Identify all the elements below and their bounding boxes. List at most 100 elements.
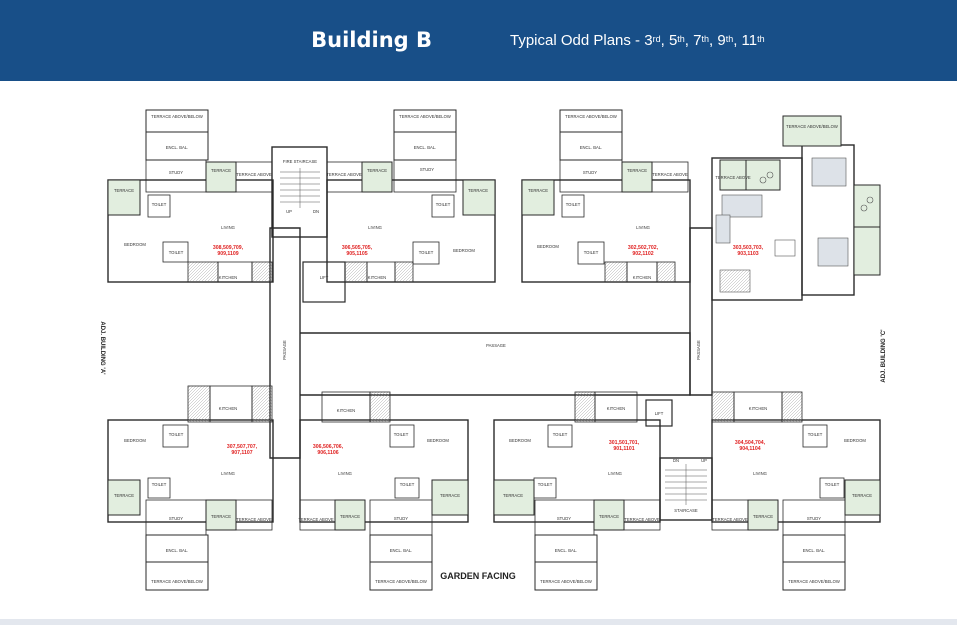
svg-text:TERRACE ABOVE/BELOW: TERRACE ABOVE/BELOW <box>565 114 617 119</box>
flat-bottom-center: TERRACE ABOVE/BELOW ENCL. BAL. STUDY TER… <box>298 391 469 591</box>
flat-bottom-right-b: TERRACE ABOVE/BELOW ENCL. BAL. STUDY TER… <box>711 391 881 591</box>
svg-text:TERRACE ABOVE: TERRACE ABOVE <box>712 517 748 522</box>
floor-3: 3rd, <box>644 32 669 49</box>
svg-text:TOILET: TOILET <box>152 202 167 207</box>
stair-treads <box>280 168 707 505</box>
svg-text:STUDY: STUDY <box>557 516 571 521</box>
svg-text:TERRACE ABOVE/BELOW: TERRACE ABOVE/BELOW <box>375 579 427 584</box>
floor-9: 9th, <box>717 32 742 49</box>
svg-text:LIVING: LIVING <box>636 225 650 230</box>
svg-text:KITCHEN: KITCHEN <box>607 406 625 411</box>
svg-text:BEDROOM: BEDROOM <box>509 438 531 443</box>
svg-text:TERRACE ABOVE: TERRACE ABOVE <box>236 172 272 177</box>
floor-11: 11th <box>741 32 765 49</box>
floor-7: 7th, <box>693 32 718 49</box>
svg-text:TERRACE: TERRACE <box>114 493 134 498</box>
svg-text:BEDROOM: BEDROOM <box>844 438 866 443</box>
svg-text:KITCHEN: KITCHEN <box>633 275 651 280</box>
floor-plan: FIRE STAIRCASE UP DN LIFT LIFT PASSAGE P… <box>99 109 887 591</box>
svg-text:TERRACE ABOVE/BELOW: TERRACE ABOVE/BELOW <box>788 579 840 584</box>
svg-text:ENCL. BAL.: ENCL. BAL. <box>166 548 189 553</box>
flat-number-301: 301,501,701,901,1101 <box>609 440 640 452</box>
dn-label-top: DN <box>313 209 319 214</box>
svg-text:TERRACE ABOVE/BELOW: TERRACE ABOVE/BELOW <box>540 579 592 584</box>
svg-text:TERRACE: TERRACE <box>468 188 488 193</box>
svg-text:ENCL. BAL.: ENCL. BAL. <box>390 548 413 553</box>
svg-text:TERRACE: TERRACE <box>211 514 231 519</box>
svg-text:STUDY: STUDY <box>807 516 821 521</box>
svg-text:STUDY: STUDY <box>420 167 434 172</box>
fire-staircase-label: FIRE STAIRCASE <box>283 159 317 164</box>
svg-text:TOILET: TOILET <box>436 202 451 207</box>
flat-number-307: 307,507,707,907,1107 <box>227 444 258 456</box>
flat-number-303: 303,503,703,903,1103 <box>733 245 764 257</box>
svg-text:STUDY: STUDY <box>583 170 597 175</box>
garden-facing-label: GARDEN FACING <box>440 571 516 581</box>
svg-text:LIVING: LIVING <box>608 471 622 476</box>
svg-text:KITCHEN: KITCHEN <box>219 275 237 280</box>
flat-number-306-top: 306,505,705,905,1105 <box>342 245 373 257</box>
svg-text:TOILET: TOILET <box>808 432 823 437</box>
svg-text:TERRACE ABOVE: TERRACE ABOVE <box>715 175 751 180</box>
header-bar: Building B Typical Odd Plans - 3rd, 5th,… <box>0 0 957 81</box>
floor-5: 5th, <box>668 32 694 49</box>
svg-text:TERRACE: TERRACE <box>211 168 231 173</box>
svg-text:TERRACE: TERRACE <box>340 514 360 519</box>
svg-text:LIVING: LIVING <box>753 471 767 476</box>
flat-number-308: 308,509,709,909,1109 <box>213 245 244 257</box>
flat-number-306-bottom: 306,506,706,906,1106 <box>313 444 344 456</box>
page-subtitle: Typical Odd Plans - 3rd, 5th, 7th, 9th, … <box>510 31 765 51</box>
svg-text:TERRACE: TERRACE <box>440 493 460 498</box>
svg-text:TERRACE: TERRACE <box>753 514 773 519</box>
svg-text:TERRACE ABOVE/BELOW: TERRACE ABOVE/BELOW <box>151 114 203 119</box>
svg-text:TERRACE: TERRACE <box>599 514 619 519</box>
svg-text:TERRACE: TERRACE <box>367 168 387 173</box>
svg-text:STUDY: STUDY <box>169 170 183 175</box>
flat-top-right-b: TERRACE ABOVE/BELOW TERRACE ABOVE 303,50… <box>711 115 881 301</box>
flat-bottom-left: TERRACE ABOVE/BELOW ENCL. BAL. STUDY TER… <box>107 385 274 591</box>
svg-text:LIVING: LIVING <box>221 225 235 230</box>
svg-text:STUDY: STUDY <box>394 516 408 521</box>
svg-text:KITCHEN: KITCHEN <box>219 406 237 411</box>
svg-text:TERRACE: TERRACE <box>852 493 872 498</box>
svg-text:TOILET: TOILET <box>566 202 581 207</box>
svg-text:ENCL. BAL.: ENCL. BAL. <box>414 145 437 150</box>
svg-text:TERRACE: TERRACE <box>503 493 523 498</box>
svg-text:TOILET: TOILET <box>538 482 553 487</box>
svg-text:BEDROOM: BEDROOM <box>453 248 475 253</box>
svg-text:TERRACE: TERRACE <box>114 188 134 193</box>
up-label-top: UP <box>286 209 292 214</box>
dn-label-bottom: DN <box>673 458 679 463</box>
flat-number-302: 302,502,702,902,1102 <box>628 245 659 257</box>
svg-text:TERRACE ABOVE: TERRACE ABOVE <box>326 172 362 177</box>
lift-label-right: LIFT <box>655 411 664 416</box>
footer-strip <box>0 619 957 625</box>
adj-building-left-label: ADJ. BUILDING 'A' <box>99 321 105 375</box>
svg-text:TERRACE ABOVE: TERRACE ABOVE <box>624 517 660 522</box>
flat-top-right-a: TERRACE ABOVE/BELOW ENCL. BAL. STUDY TER… <box>521 109 691 283</box>
svg-text:TERRACE ABOVE: TERRACE ABOVE <box>298 517 334 522</box>
svg-text:ENCL. BAL.: ENCL. BAL. <box>803 548 826 553</box>
svg-text:LIVING: LIVING <box>368 225 382 230</box>
adj-building-right-label: ADJ. BUILDING 'C' <box>881 329 887 383</box>
flat-number-304: 304,504,704,904,1104 <box>735 440 766 452</box>
svg-text:BEDROOM: BEDROOM <box>537 244 559 249</box>
flat-top-center: TERRACE ABOVE/BELOW ENCL. BAL. STUDY TER… <box>326 109 496 283</box>
svg-text:TOILET: TOILET <box>553 432 568 437</box>
page-title: Building B <box>311 28 432 52</box>
svg-text:BEDROOM: BEDROOM <box>124 438 146 443</box>
svg-text:TERRACE: TERRACE <box>528 188 548 193</box>
lift-label-left: LIFT <box>320 275 329 280</box>
svg-text:TERRACE ABOVE/BELOW: TERRACE ABOVE/BELOW <box>399 114 451 119</box>
svg-text:KITCHEN: KITCHEN <box>749 406 767 411</box>
passage-label-center: PASSAGE <box>486 343 506 348</box>
flat-bottom-right-a: TERRACE ABOVE/BELOW ENCL. BAL. STUDY TER… <box>493 391 661 591</box>
svg-text:STUDY: STUDY <box>169 516 183 521</box>
svg-text:LIVING: LIVING <box>338 471 352 476</box>
passage-label-left: PASSAGE <box>282 340 287 360</box>
svg-text:LIVING: LIVING <box>221 471 235 476</box>
svg-text:TOILET: TOILET <box>169 250 184 255</box>
svg-text:TERRACE ABOVE: TERRACE ABOVE <box>236 517 272 522</box>
svg-text:TOILET: TOILET <box>152 482 167 487</box>
svg-text:KITCHEN: KITCHEN <box>337 408 355 413</box>
